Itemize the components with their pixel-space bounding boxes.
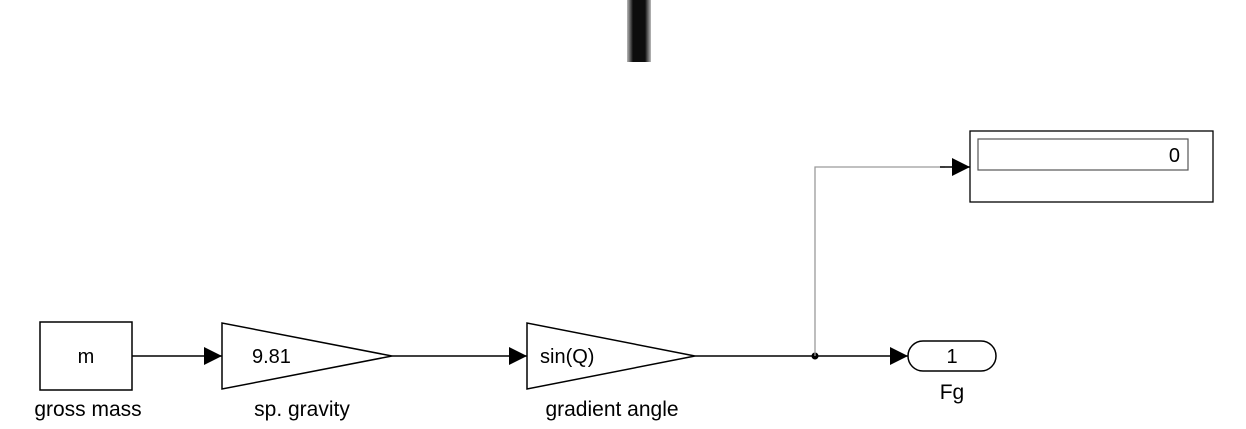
display-value: 0 [1169, 145, 1180, 167]
outport-shape [907, 340, 997, 372]
gain-block-sp-gravity[interactable]: 9.81 [221, 322, 393, 390]
constant-block-box [39, 321, 133, 391]
constant-block-value: m [78, 346, 95, 368]
gain-sin-triangle [526, 322, 696, 390]
constant-block-gross-mass[interactable]: m [39, 321, 133, 391]
signal-line-branch-to-display [814, 166, 945, 356]
gain-block-gradient-angle[interactable]: sin(Q) [526, 322, 696, 390]
gain-sin-value: sin(Q) [540, 346, 594, 368]
gain-gravity-label: sp. gravity [254, 398, 350, 421]
outport-block-fg[interactable]: 1 [907, 340, 997, 372]
constant-block-label: gross mass [34, 398, 141, 421]
gain-gravity-triangle [221, 322, 393, 390]
display-block[interactable]: 0 [969, 130, 1214, 203]
outport-number: 1 [946, 346, 957, 368]
gain-sin-label: gradient angle [545, 398, 678, 421]
outport-label: Fg [940, 381, 965, 404]
top-bar-artifact [627, 0, 651, 62]
gain-gravity-value: 9.81 [252, 346, 291, 368]
display-value-field [977, 138, 1189, 171]
